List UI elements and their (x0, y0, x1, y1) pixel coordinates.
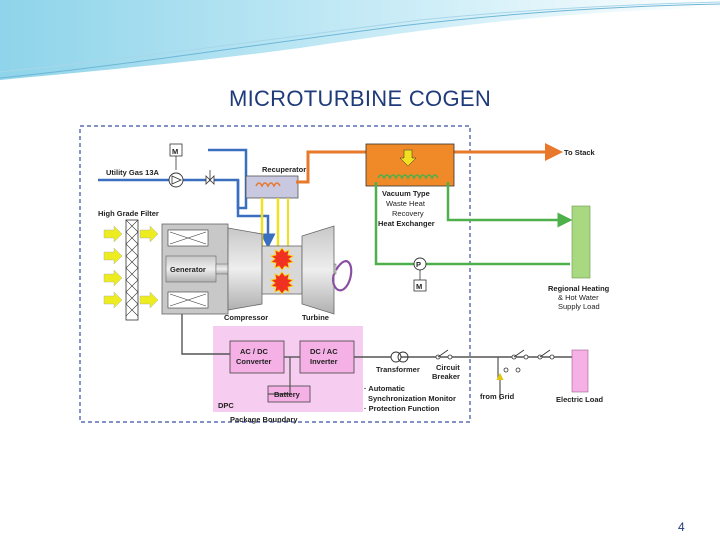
exhaust-line (296, 150, 366, 184)
generator-to-dpc-wire (181, 314, 230, 355)
valve-icon (205, 170, 215, 185)
recuperator-coil (255, 182, 281, 188)
motor-bottom-label: M (416, 282, 422, 291)
flame-icon (270, 247, 294, 295)
generator-label: Generator (170, 265, 206, 274)
supply-load-label: Supply Load (558, 302, 600, 311)
protection-label: · Protection Function (364, 404, 440, 413)
vacuum-type-label: Vacuum Type (382, 189, 430, 198)
regional-heating-label: Regional Heating (548, 284, 610, 293)
breaker-icon (435, 349, 555, 373)
header-wave-decoration (0, 0, 720, 80)
recovery-label: Recovery (392, 209, 424, 218)
dcac-inverter-box (299, 340, 355, 374)
heat-exchanger-coil (377, 174, 439, 180)
page-number: 4 (678, 520, 685, 534)
turbine-label: Turbine (302, 313, 329, 322)
exhaust-down-arrow-icon (399, 149, 417, 167)
acdc-label-1: AC / DC (240, 347, 269, 356)
compressor-label: Compressor (224, 313, 268, 322)
recuperator-label: Recuperator (262, 165, 306, 174)
breaker-label: Breaker (432, 372, 460, 381)
sync-monitor-label: Synchronization Monitor (368, 394, 456, 403)
transformer-label: Transformer (376, 365, 420, 374)
filter-icon (125, 219, 139, 321)
electric-load-label: Electric Load (556, 395, 604, 404)
heat-exchanger-label: Heat Exchanger (378, 219, 435, 228)
dcac-label-2: Inverter (310, 357, 338, 366)
acdc-label-2: Converter (236, 357, 272, 366)
acdc-converter-box (229, 340, 285, 374)
pump-label: P (416, 260, 421, 269)
slide-title: MICROTURBINE COGEN (228, 86, 492, 111)
dcac-label-1: DC / AC (310, 347, 338, 356)
circuit-label: Circuit (436, 363, 460, 372)
recuperator-box (245, 175, 299, 199)
turbine (301, 225, 335, 315)
motor-icon (169, 143, 183, 170)
dpc-label: DPC (218, 401, 234, 410)
electric-load-box (571, 349, 589, 393)
package-boundary-label: Package Boundary (230, 415, 298, 424)
battery-label: Battery (274, 390, 301, 399)
regional-heating-tank (571, 205, 591, 279)
water-supply-line (446, 182, 573, 228)
waste-heat-label: Waste Heat (386, 199, 426, 208)
hot-water-label: & Hot Water (558, 293, 599, 302)
utility-gas-label: Utility Gas 13A (106, 168, 160, 177)
gas-line (98, 148, 248, 210)
compressor (227, 227, 263, 311)
microturbine-diagram: M Utility Gas 13A Recuperator To Stack V… (79, 125, 610, 424)
high-grade-filter-label: High Grade Filter (98, 209, 159, 218)
transformer-icon (390, 351, 409, 363)
motor-top-label: M (172, 147, 178, 156)
automatic-label: · Automatic (364, 384, 405, 393)
intake-arrow-icon (103, 225, 159, 309)
exhaust-loop (332, 260, 353, 292)
from-grid-label: from Grid (480, 392, 515, 401)
to-stack-label: To Stack (564, 148, 596, 157)
